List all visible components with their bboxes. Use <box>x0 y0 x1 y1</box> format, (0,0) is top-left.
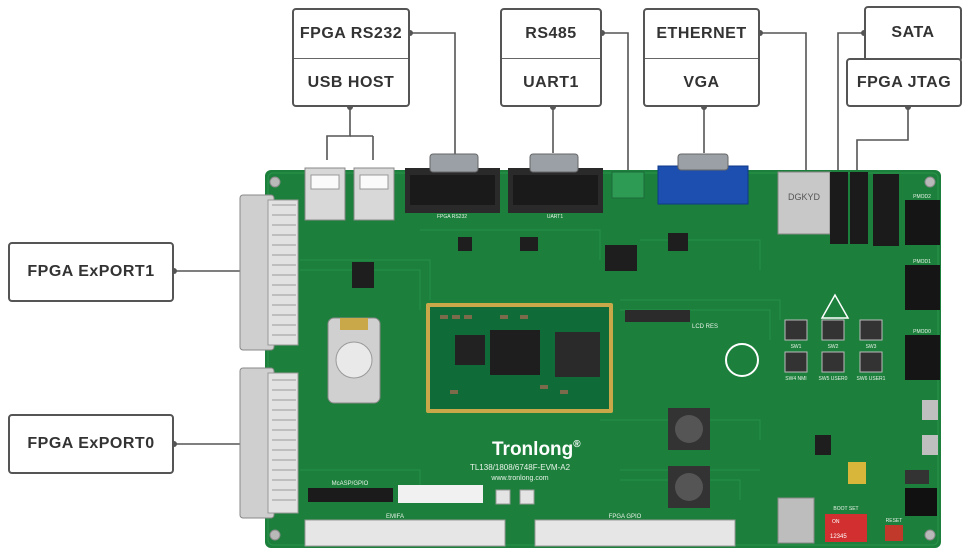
label-fpga-rs232: FPGA RS232 <box>299 25 403 42</box>
micro-usb-top <box>922 400 938 420</box>
leader-rs485 <box>602 32 629 170</box>
silk-dip-on: ON <box>832 519 840 525</box>
silk-pmod2: PMOD2 <box>913 194 931 200</box>
label-fpga-export0: FPGA ExPORT0 <box>27 435 155 452</box>
vga-connector <box>657 153 749 205</box>
label-usb-host: USB HOST <box>294 58 408 106</box>
ethernet-jack: DGKYD <box>777 171 831 235</box>
export0-connector <box>239 367 299 519</box>
label-box-rs485-uart1: RS485 UART1 <box>500 8 602 107</box>
silk-sw3: SW3 <box>866 344 877 350</box>
sata-connector <box>830 172 848 244</box>
silk-sw6: SW6 USER1 <box>857 376 886 382</box>
leader-lines <box>174 32 909 445</box>
silk-sw2: SW2 <box>828 344 839 350</box>
esd-warning-logo <box>820 293 850 319</box>
silk-sw1: SW1 <box>791 344 802 350</box>
label-box-fpga-export0: FPGA ExPORT0 <box>8 414 174 474</box>
label-box-fpga-jtag: FPGA JTAG <box>846 58 962 107</box>
silk-fpga-rs232: FPGA RS232 <box>437 214 467 220</box>
leader-ethernet <box>760 32 807 170</box>
pb-free-logo <box>725 343 759 377</box>
leader-usb-host <box>326 107 351 160</box>
silk-sw4: SW4 NMI <box>785 376 806 382</box>
leader-fpga-jtag <box>856 107 909 172</box>
silk-sw5: SW5 USER0 <box>819 376 848 382</box>
silk-fpga-gpio: FPGA GPIO <box>609 514 642 520</box>
reset-button <box>885 525 903 541</box>
silk-uart1: UART1 <box>547 214 564 220</box>
silk-mcasp: McASP/GPIO <box>332 481 369 487</box>
white-label <box>398 485 483 503</box>
battery-holder <box>327 317 381 404</box>
sd-card-slot <box>777 497 815 544</box>
db9-fpga-rs232 <box>405 153 500 213</box>
power-switch <box>905 470 929 484</box>
rs485-terminal <box>611 171 645 199</box>
usb-host-ports <box>304 167 395 221</box>
label-fpga-jtag: FPGA JTAG <box>856 73 952 91</box>
svg-text:DGKYD: DGKYD <box>788 192 821 202</box>
mcasp-header <box>308 488 393 502</box>
silk-pmod0: PMOD0 <box>913 329 931 335</box>
fpga-gpio-header <box>534 519 736 547</box>
emifa-header <box>304 519 506 547</box>
label-vga: VGA <box>645 58 758 106</box>
label-box-ethernet-vga: ETHERNET VGA <box>643 8 760 107</box>
board-brand: Tronlong® <box>492 439 581 460</box>
chips <box>352 233 831 455</box>
silk-lcd: LCD RES <box>692 324 718 330</box>
silk-dip-numbers: 12345 <box>830 534 847 540</box>
silk-boot: BOOT SET <box>833 506 858 512</box>
inductors <box>668 408 710 508</box>
board-model: TL138/1808/6748F-EVM-A2 <box>470 463 571 472</box>
pmod2-header <box>905 200 940 245</box>
push-buttons <box>784 319 883 373</box>
label-box-fpga-export1: FPGA ExPORT1 <box>8 242 174 302</box>
jtag-header <box>850 172 868 244</box>
jtag-header-2 <box>873 174 899 246</box>
label-ethernet: ETHERNET <box>656 25 747 42</box>
silk-reset: RESET <box>886 518 903 524</box>
power-jack <box>905 488 937 516</box>
silk-emifa: EMIFA <box>386 514 404 520</box>
leader-sata <box>837 32 864 172</box>
label-sata: SATA <box>891 24 935 41</box>
capacitor <box>848 462 866 484</box>
board-url: www.tronlong.com <box>490 475 548 482</box>
som-module <box>426 303 613 413</box>
label-box-fpga-rs232-usb-host: FPGA RS232 USB HOST <box>292 8 410 107</box>
label-rs485: RS485 <box>525 25 577 42</box>
dip-switch <box>825 514 867 542</box>
pmod0-header <box>905 335 940 380</box>
label-fpga-export1: FPGA ExPORT1 <box>27 263 155 280</box>
silk-pmod1: PMOD1 <box>913 259 931 265</box>
label-box-sata: SATA <box>864 6 962 62</box>
leader-fpga-rs232 <box>410 32 456 155</box>
db9-uart1 <box>508 153 603 213</box>
label-uart1: UART1 <box>502 58 600 106</box>
pmod1-header <box>905 265 940 310</box>
export1-connector <box>239 194 299 351</box>
micro-usb-bottom <box>922 435 938 455</box>
